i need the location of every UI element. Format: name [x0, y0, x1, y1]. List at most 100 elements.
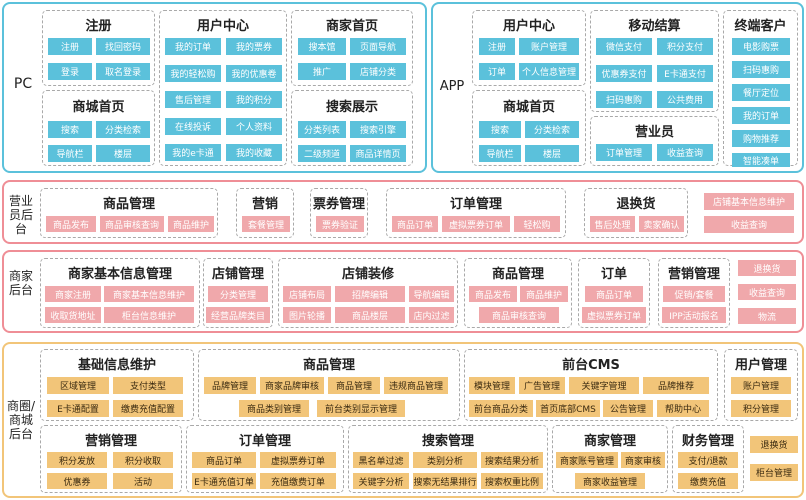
merchant-basic-info-item[interactable]: 收取货地址: [45, 307, 101, 323]
mall-cms-item[interactable]: 首页底部CMS: [536, 400, 600, 417]
merchant-shop-decor-item[interactable]: 商品楼层: [335, 307, 405, 323]
merchant-shop-decor-item[interactable]: 招牌编辑: [335, 286, 405, 302]
merchant-marketing-item[interactable]: 促销/套餐: [663, 286, 725, 302]
mall-cms-item[interactable]: 关键字管理: [569, 377, 639, 394]
mall-finance-mgmt-item[interactable]: 缴费充值: [678, 473, 738, 489]
pc-user-center-item[interactable]: 售后管理: [165, 91, 221, 108]
merchant-product-mgmt-item[interactable]: 商品维护: [520, 286, 568, 302]
app-terminal-item[interactable]: 智能凑单: [732, 153, 790, 167]
merchant-revenue-button[interactable]: 收益查询: [738, 284, 796, 300]
pc-user-center-item[interactable]: 我的收藏: [226, 144, 282, 161]
app-user-center-item[interactable]: 订单: [479, 63, 515, 80]
clerk-return-item[interactable]: 卖家确认: [639, 216, 684, 232]
merchant-product-mgmt-item[interactable]: 商品审核查询: [479, 307, 559, 323]
mall-marketing-item[interactable]: 优惠券: [47, 473, 107, 489]
merchant-shop-decor-item[interactable]: 店铺布局: [283, 286, 331, 302]
app-mall-home-item[interactable]: 分类检索: [525, 121, 579, 138]
app-terminal-item[interactable]: 扫码惠购: [732, 61, 790, 78]
pc-mall-home-item[interactable]: 楼层: [96, 145, 150, 162]
pc-user-center-item[interactable]: 我的轻松购: [165, 65, 221, 82]
clerk-revenue-button[interactable]: 收益查询: [704, 216, 794, 233]
app-terminal-item[interactable]: 我的订单: [732, 107, 790, 124]
mall-order-mgmt-item[interactable]: 虚拟票券订单: [260, 452, 336, 468]
mall-cms-item[interactable]: 公告管理: [603, 400, 653, 417]
mall-merchant-mgmt-item[interactable]: 商家账号管理: [556, 452, 618, 468]
mall-marketing-item[interactable]: 积分发放: [47, 452, 107, 468]
clerk-product-mgmt-item[interactable]: 商品审核查询: [100, 216, 164, 232]
merchant-shop-mgmt-item[interactable]: 分类管理: [208, 286, 268, 302]
app-clerk-item[interactable]: 收益查询: [657, 144, 713, 161]
pc-user-center-item[interactable]: 我的订单: [165, 38, 221, 55]
mall-product-mgmt-item[interactable]: 违规商品管理: [384, 377, 448, 394]
app-mobile-payment-item[interactable]: 优惠券支付: [596, 65, 652, 82]
mall-return-button[interactable]: 退换货: [750, 436, 798, 453]
clerk-order-mgmt-item[interactable]: 虚拟票券订单: [442, 216, 510, 232]
pc-merchant-home-item[interactable]: 搜本馆: [298, 38, 346, 55]
pc-register-item[interactable]: 取名登录: [96, 63, 150, 80]
app-mall-home-item[interactable]: 楼层: [525, 145, 579, 162]
pc-register-item[interactable]: 找回密码: [96, 38, 150, 55]
mall-search-mgmt-item[interactable]: 搜索无结果排行: [413, 473, 477, 489]
app-mobile-payment-item[interactable]: E卡通支付: [657, 65, 713, 82]
mall-product-mgmt-item[interactable]: 前台类别显示管理: [317, 400, 405, 417]
mall-finance-mgmt-item[interactable]: 支付/退款: [678, 452, 738, 468]
mall-marketing-item[interactable]: 积分收取: [113, 452, 173, 468]
mall-search-mgmt-item[interactable]: 关键字分析: [353, 473, 409, 489]
app-mall-home-item[interactable]: 导航栏: [479, 145, 521, 162]
pc-search-display-item[interactable]: 搜索引擎: [350, 121, 406, 138]
pc-mall-home-item[interactable]: 搜索: [48, 121, 92, 138]
mall-basic-info-item[interactable]: 支付类型: [113, 377, 183, 394]
mall-search-mgmt-item[interactable]: 黑名单过滤: [353, 452, 409, 468]
clerk-ticket-mgmt-item[interactable]: 票券验证: [316, 216, 364, 232]
app-mobile-payment-item[interactable]: 公共费用: [657, 91, 713, 108]
app-clerk-item[interactable]: 订单管理: [596, 144, 652, 161]
mall-cms-item[interactable]: 品牌推荐: [643, 377, 709, 394]
pc-merchant-home-item[interactable]: 推广: [298, 63, 346, 80]
app-mobile-payment-item[interactable]: 扫码惠购: [596, 91, 652, 108]
merchant-shop-decor-item[interactable]: 店内过滤: [409, 307, 454, 323]
merchant-basic-info-item[interactable]: 柜台信息维护: [104, 307, 194, 323]
merchant-basic-info-item[interactable]: 商家基本信息维护: [104, 286, 194, 302]
merchant-marketing-item[interactable]: IPP活动报名: [662, 307, 726, 323]
mall-product-mgmt-item[interactable]: 商品类别管理: [239, 400, 309, 417]
app-mobile-payment-item[interactable]: 积分支付: [657, 38, 713, 55]
mall-counter-mgmt-button[interactable]: 柜台管理: [750, 464, 798, 481]
clerk-return-item[interactable]: 售后处理: [590, 216, 635, 232]
app-terminal-item[interactable]: 餐厅定位: [732, 84, 790, 101]
pc-register-item[interactable]: 登录: [48, 63, 92, 80]
merchant-shop-decor-item[interactable]: 导航编辑: [409, 286, 454, 302]
clerk-shop-info-button[interactable]: 店铺基本信息维护: [704, 193, 794, 210]
merchant-return-button[interactable]: 退换货: [738, 260, 796, 276]
mall-cms-item[interactable]: 帮助中心: [657, 400, 709, 417]
clerk-product-mgmt-item[interactable]: 商品发布: [46, 216, 96, 232]
pc-merchant-home-item[interactable]: 页面导航: [350, 38, 406, 55]
mall-product-mgmt-item[interactable]: 商家品牌审核: [260, 377, 324, 394]
mall-product-mgmt-item[interactable]: 商品管理: [328, 377, 380, 394]
app-user-center-item[interactable]: 账户管理: [519, 38, 579, 55]
mall-search-mgmt-item[interactable]: 搜索权重比例: [481, 473, 543, 489]
clerk-marketing-item[interactable]: 套餐管理: [242, 216, 290, 232]
clerk-product-mgmt-item[interactable]: 商品维护: [168, 216, 214, 232]
mall-marketing-item[interactable]: 活动: [113, 473, 173, 489]
pc-search-display-item[interactable]: 商品详情页: [350, 145, 406, 162]
pc-user-center-item[interactable]: 个人资料: [226, 118, 282, 135]
pc-search-display-item[interactable]: 分类列表: [298, 121, 346, 138]
pc-user-center-item[interactable]: 我的票券: [226, 38, 282, 55]
mall-user-mgmt-item[interactable]: 账户管理: [731, 377, 791, 394]
mall-merchant-mgmt-item[interactable]: 商家收益管理: [575, 473, 645, 489]
merchant-order-item[interactable]: 虚拟票券订单: [582, 307, 646, 323]
merchant-product-mgmt-item[interactable]: 商品发布: [469, 286, 517, 302]
pc-register-item[interactable]: 注册: [48, 38, 92, 55]
mall-merchant-mgmt-item[interactable]: 商家审核: [621, 452, 665, 468]
merchant-logistics-button[interactable]: 物流: [738, 308, 796, 324]
pc-user-center-item[interactable]: 我的优惠卷: [226, 65, 282, 82]
app-mall-home-item[interactable]: 搜索: [479, 121, 521, 138]
pc-merchant-home-item[interactable]: 店铺分类: [350, 63, 406, 80]
merchant-basic-info-item[interactable]: 商家注册: [45, 286, 101, 302]
pc-mall-home-item[interactable]: 导航栏: [48, 145, 92, 162]
clerk-order-mgmt-item[interactable]: 商品订单: [392, 216, 438, 232]
mall-cms-item[interactable]: 前台商品分类: [469, 400, 533, 417]
pc-user-center-item[interactable]: 我的e卡通: [165, 144, 221, 161]
merchant-order-item[interactable]: 商品订单: [585, 286, 643, 302]
app-mobile-payment-item[interactable]: 微信支付: [596, 38, 652, 55]
